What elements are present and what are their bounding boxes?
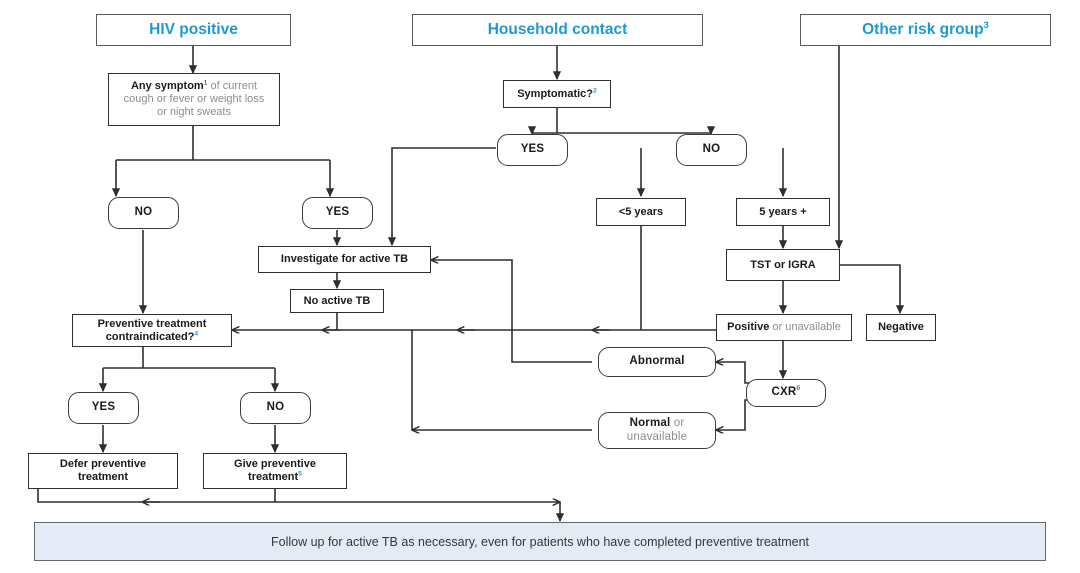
node-household-yes[interactable]: YES [497, 134, 568, 166]
node-under-5-years[interactable]: <5 years [596, 198, 686, 226]
node-positive-or-unavailable[interactable]: Positive or unavailable [716, 314, 852, 341]
node-hiv-no[interactable]: NO [108, 197, 179, 229]
node-household-no-label: NO [702, 143, 721, 156]
node-abnormal-label: Abnormal [629, 355, 685, 368]
node-negative[interactable]: Negative [866, 314, 936, 341]
node-investigate-label: Investigate for active TB [280, 253, 409, 266]
node-symptomatic-label: Symptomatic?2 [517, 86, 597, 100]
followup-banner[interactable]: Follow up for active TB as necessary, ev… [34, 522, 1046, 561]
node-contraindicated-yes[interactable]: YES [68, 392, 139, 424]
header-other-risk-group[interactable]: Other risk group3 [800, 14, 1051, 46]
node-cxr-label: CXR6 [771, 384, 801, 399]
node-tst-or-igra[interactable]: TST or IGRA [726, 249, 840, 281]
header-household-contact-label: Household contact [487, 20, 628, 38]
node-hiv-yes-label: YES [325, 206, 350, 219]
header-hiv-positive-label: HIV positive [149, 20, 238, 38]
node-no-active-tb[interactable]: No active TB [290, 289, 384, 313]
header-other-risk-group-label: Other risk group3 [862, 19, 989, 38]
header-household-contact[interactable]: Household contact [412, 14, 703, 46]
node-hiv-no-label: NO [134, 206, 153, 219]
node-5-years-plus-label: 5 years + [759, 205, 807, 218]
followup-banner-label: Follow up for active TB as necessary, ev… [270, 534, 809, 549]
node-contraindicated-yes-label: YES [91, 401, 116, 414]
node-symptomatic[interactable]: Symptomatic?2 [503, 80, 611, 108]
header-hiv-positive[interactable]: HIV positive [96, 14, 291, 46]
node-abnormal[interactable]: Abnormal [598, 347, 716, 377]
node-contraindicated-no-label: NO [266, 401, 285, 414]
node-negative-label: Negative [878, 321, 924, 334]
node-household-no[interactable]: NO [676, 134, 747, 166]
node-5-years-plus[interactable]: 5 years + [736, 198, 830, 226]
node-hiv-yes[interactable]: YES [302, 197, 373, 229]
node-under-5-years-label: <5 years [618, 205, 664, 218]
node-no-active-tb-label: No active TB [303, 294, 371, 307]
node-investigate-active-tb[interactable]: Investigate for active TB [258, 246, 431, 273]
node-tst-or-igra-label: TST or IGRA [750, 258, 816, 271]
node-contraindicated-no[interactable]: NO [240, 392, 311, 424]
node-positive-label: Positive or unavailable [727, 321, 841, 334]
node-household-yes-label: YES [520, 143, 545, 156]
node-cxr[interactable]: CXR6 [746, 379, 826, 407]
